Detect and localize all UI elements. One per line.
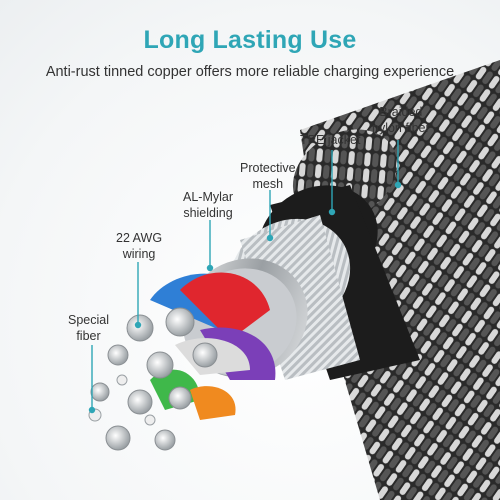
subheadline: Anti-rust tinned copper offers more reli… <box>45 64 455 80</box>
label-22-awg-wiring: 22 AWG wiring <box>116 230 162 262</box>
label-protective-mesh: Protective mesh <box>240 160 296 192</box>
label-mylar-line1: AL-Mylar <box>183 190 234 204</box>
label-tpe-jacket: TPE jacket <box>300 133 361 147</box>
callout-leader-lines <box>88 140 402 414</box>
label-special-fiber: Special fiber <box>68 312 109 344</box>
label-braided-line1: Braided <box>379 105 423 119</box>
label-awg-line2: wiring <box>122 247 156 261</box>
label-braided-nylon-fiber: Braided nylon fiber <box>372 104 430 136</box>
tinned-copper-strands <box>88 307 218 451</box>
label-mesh-line2: mesh <box>252 177 284 191</box>
braided-nylon-sleeve <box>292 60 500 500</box>
label-fiber-line2: fiber <box>76 329 101 343</box>
label-awg-line1: 22 AWG <box>116 231 163 245</box>
label-mylar-line2: shielding <box>183 206 233 220</box>
label-al-mylar-shielding: AL-Mylar shielding <box>183 189 233 221</box>
label-braided-line2: nylon fiber <box>372 121 430 135</box>
headline: Long Lasting Use <box>143 26 357 54</box>
label-mesh-line1: Protective <box>240 161 296 175</box>
label-fiber-line1: Special <box>68 313 109 327</box>
